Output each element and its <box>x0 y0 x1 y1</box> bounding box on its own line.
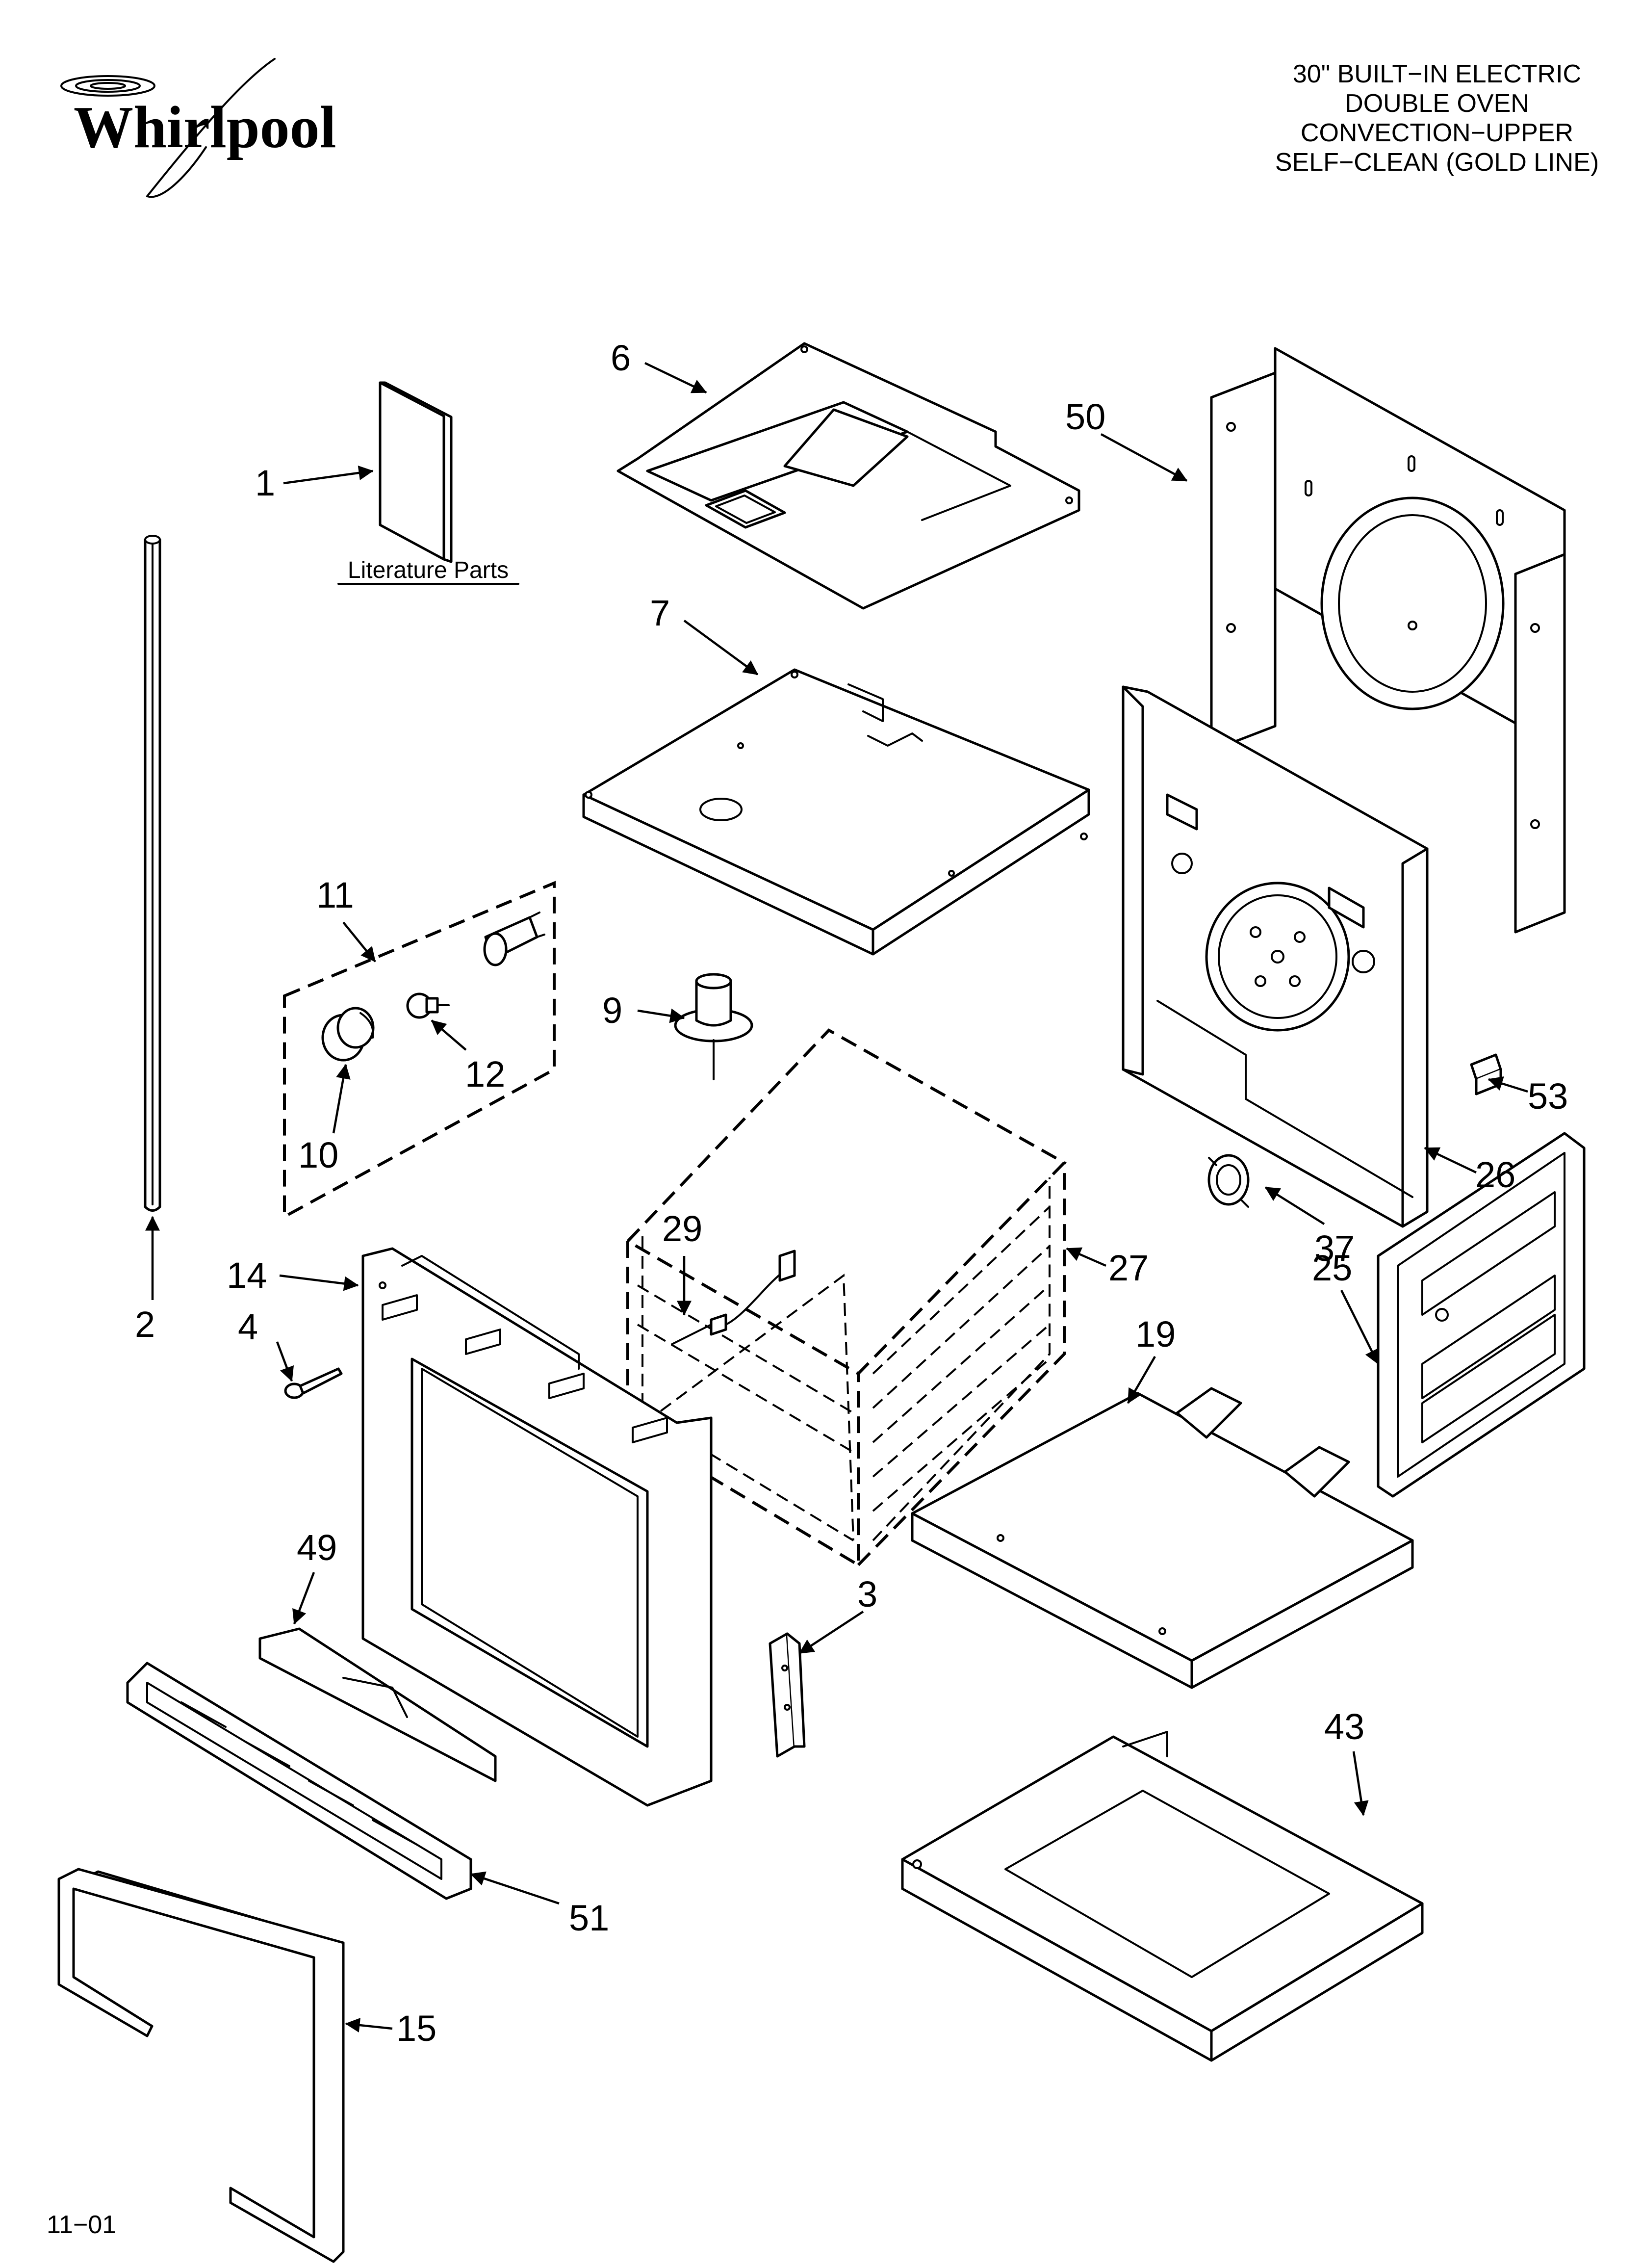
part-12-bulb <box>406 992 450 1019</box>
part-2-rod <box>144 535 161 1212</box>
callout-37: 37 <box>1314 1228 1355 1269</box>
title-block: 30" BUILT−IN ELECTRIC DOUBLE OVEN CONVEC… <box>1275 60 1599 177</box>
part-49-vent-channel <box>258 1627 497 1782</box>
part-25-side-panel <box>1377 1132 1586 1498</box>
callout-26: 26 <box>1475 1154 1515 1195</box>
part-51-vent-trim <box>126 1662 472 1900</box>
title-line-1: 30" BUILT−IN ELECTRIC <box>1293 60 1581 88</box>
callout-2: 2 <box>135 1304 155 1345</box>
callout-7: 7 <box>650 593 670 633</box>
part-6-top-duct <box>616 342 1080 610</box>
callouts: 1 2 3 4 6 7 9 10 11 12 14 15 19 25 26 27 <box>135 338 1568 2049</box>
callout-19: 19 <box>1135 1314 1176 1355</box>
title-line-3: CONVECTION−UPPER <box>1301 119 1573 147</box>
callout-1: 1 <box>255 463 275 503</box>
part-29-sensor <box>671 1250 796 1345</box>
callout-6: 6 <box>611 338 631 378</box>
part-11-group <box>283 881 556 1220</box>
callout-11: 11 <box>316 875 354 915</box>
callout-3: 3 <box>857 1574 877 1615</box>
part-26-fan-baffle <box>1122 685 1429 1228</box>
callout-53: 53 <box>1528 1076 1568 1117</box>
callout-12: 12 <box>465 1054 505 1095</box>
callout-43: 43 <box>1324 1706 1364 1747</box>
part-50-rear-panel <box>1210 347 1566 934</box>
part-15-gasket <box>57 1868 345 2263</box>
callout-27: 27 <box>1108 1248 1149 1288</box>
part-3-bracket <box>769 1632 806 1758</box>
part-7-top-plate <box>582 668 1090 956</box>
date-code: 11−01 <box>47 2211 116 2239</box>
light-socket <box>483 912 545 966</box>
literature-label: Literature Parts <box>348 557 509 583</box>
callout-25: 25 <box>1312 1248 1352 1288</box>
brand-name: Whirlpool <box>74 94 336 160</box>
part-10-lens <box>321 1007 375 1062</box>
callout-49: 49 <box>297 1527 337 1568</box>
part-4-screw <box>284 1367 343 1399</box>
callout-51: 51 <box>569 1898 609 1938</box>
callout-9: 9 <box>602 990 622 1031</box>
part-1-literature: Literature Parts <box>337 381 519 585</box>
part-43-lower-tray <box>901 1731 1424 2062</box>
title-line-2: DOUBLE OVEN <box>1345 89 1529 118</box>
part-14-front-frame <box>361 1247 713 1807</box>
part-9-fitting <box>674 973 753 1080</box>
callout-15: 15 <box>396 2008 436 2049</box>
whirlpool-logo: Whirlpool <box>60 58 336 198</box>
title-line-4: SELF−CLEAN (GOLD LINE) <box>1275 148 1599 177</box>
part-37-thermal-disk <box>1207 1154 1250 1208</box>
callout-10: 10 <box>298 1135 338 1175</box>
part-27-oven-cavity <box>625 1028 1067 1568</box>
callout-29: 29 <box>662 1208 702 1249</box>
part-19-bottom-tray <box>911 1387 1414 1689</box>
callout-4: 4 <box>238 1306 258 1347</box>
part-53-clip <box>1470 1053 1502 1095</box>
callout-50: 50 <box>1065 396 1105 437</box>
callout-14: 14 <box>227 1255 267 1296</box>
